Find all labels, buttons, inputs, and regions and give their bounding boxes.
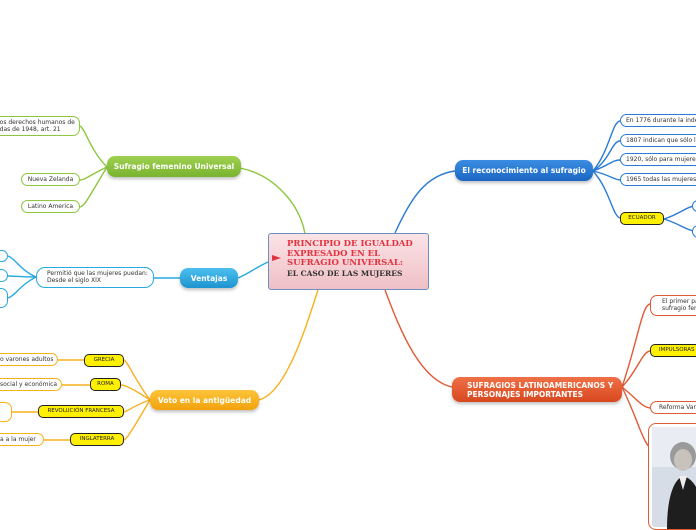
topic-label: SUFRAGIOS LATINOAMERICANOS Y PERSONAJES …: [467, 381, 614, 399]
leaf-social-economica[interactable]: social y económica: [0, 378, 62, 391]
leaf-el-primer-pais[interactable]: El primer pa sufragio feme: [650, 295, 696, 316]
topic-sufragio-femenino[interactable]: Sufragio femenino Universal: [107, 156, 241, 177]
leaf-a-la-mujer[interactable]: a a la mujer: [0, 433, 44, 446]
leaf-1776[interactable]: En 1776 durante la indep: [620, 114, 696, 127]
leaf-nueva-zelanda[interactable]: Nueva Zelanda: [21, 173, 80, 186]
topic-label: Voto en la antigüedad: [157, 396, 252, 405]
leaf-ventajas-stub-2[interactable]: [0, 269, 8, 282]
leaf-reforma-vare[interactable]: Reforma Vare: [650, 401, 696, 414]
leaf-permitio[interactable]: Permitió que las mujeres puedan: Desde e…: [36, 267, 154, 288]
topic-latinoamericanos[interactable]: SUFRAGIOS LATINOAMERICANOS Y PERSONAJES …: [452, 377, 622, 402]
leaf-varones-adultos[interactable]: o varones adultos: [0, 353, 58, 366]
topic-label: El reconocimiento al sufragio: [462, 166, 586, 175]
leaf-latino-america[interactable]: Latino America: [21, 200, 80, 213]
tag-revolucion-francesa[interactable]: REVOLUCIÓN FRANCESA: [38, 405, 124, 418]
link-center-voto: [257, 289, 319, 401]
topic-ventajas[interactable]: Ventajas: [180, 268, 238, 288]
tag-ecuador[interactable]: ECUADOR: [620, 212, 664, 225]
leaf-ventajas-stub-1[interactable]: [0, 250, 8, 262]
red-flag-icon: [272, 255, 281, 261]
leaf-1920[interactable]: 1920, sólo para mujeres: [620, 153, 696, 166]
tag-impulsoras[interactable]: IMPULSORAS: [650, 344, 696, 357]
topic-voto-antiguedad[interactable]: Voto en la antigüedad: [150, 390, 259, 410]
topic-label: Ventajas: [190, 274, 228, 283]
link-center-reconocimiento: [394, 170, 456, 234]
link-center-latino: [384, 289, 453, 388]
leaf-derechos-humanos[interactable]: los derechos humanos de idas de 1948, ar…: [0, 116, 80, 136]
central-title: PRINCIPIO DE IGUALDAD EXPRESADO EN EL SU…: [287, 239, 413, 268]
central-subtitle: EL CASO DE LAS MUJERES: [287, 268, 403, 278]
leaf-1965[interactable]: 1965 todas las mujeres t: [620, 173, 696, 186]
central-topic[interactable]: PRINCIPIO DE IGUALDAD EXPRESADO EN EL SU…: [268, 233, 429, 290]
link-center-ventajas: [237, 261, 269, 279]
leaf-1807[interactable]: 1807 indican que sólo lo: [620, 134, 696, 147]
portrait-photo-graphic: [652, 427, 696, 529]
link-center-sufragio: [239, 167, 306, 235]
leaf-revolucion-stub[interactable]: [0, 402, 12, 422]
topic-reconocimiento[interactable]: El reconocimiento al sufragio: [455, 160, 593, 181]
tag-grecia[interactable]: GRECIA: [84, 354, 124, 367]
tag-inglaterra[interactable]: INGLATERRA: [70, 433, 124, 446]
portrait-image: [648, 423, 696, 530]
tag-roma[interactable]: ROMA: [90, 378, 121, 391]
topic-label: Sufragio femenino Universal: [113, 162, 235, 171]
